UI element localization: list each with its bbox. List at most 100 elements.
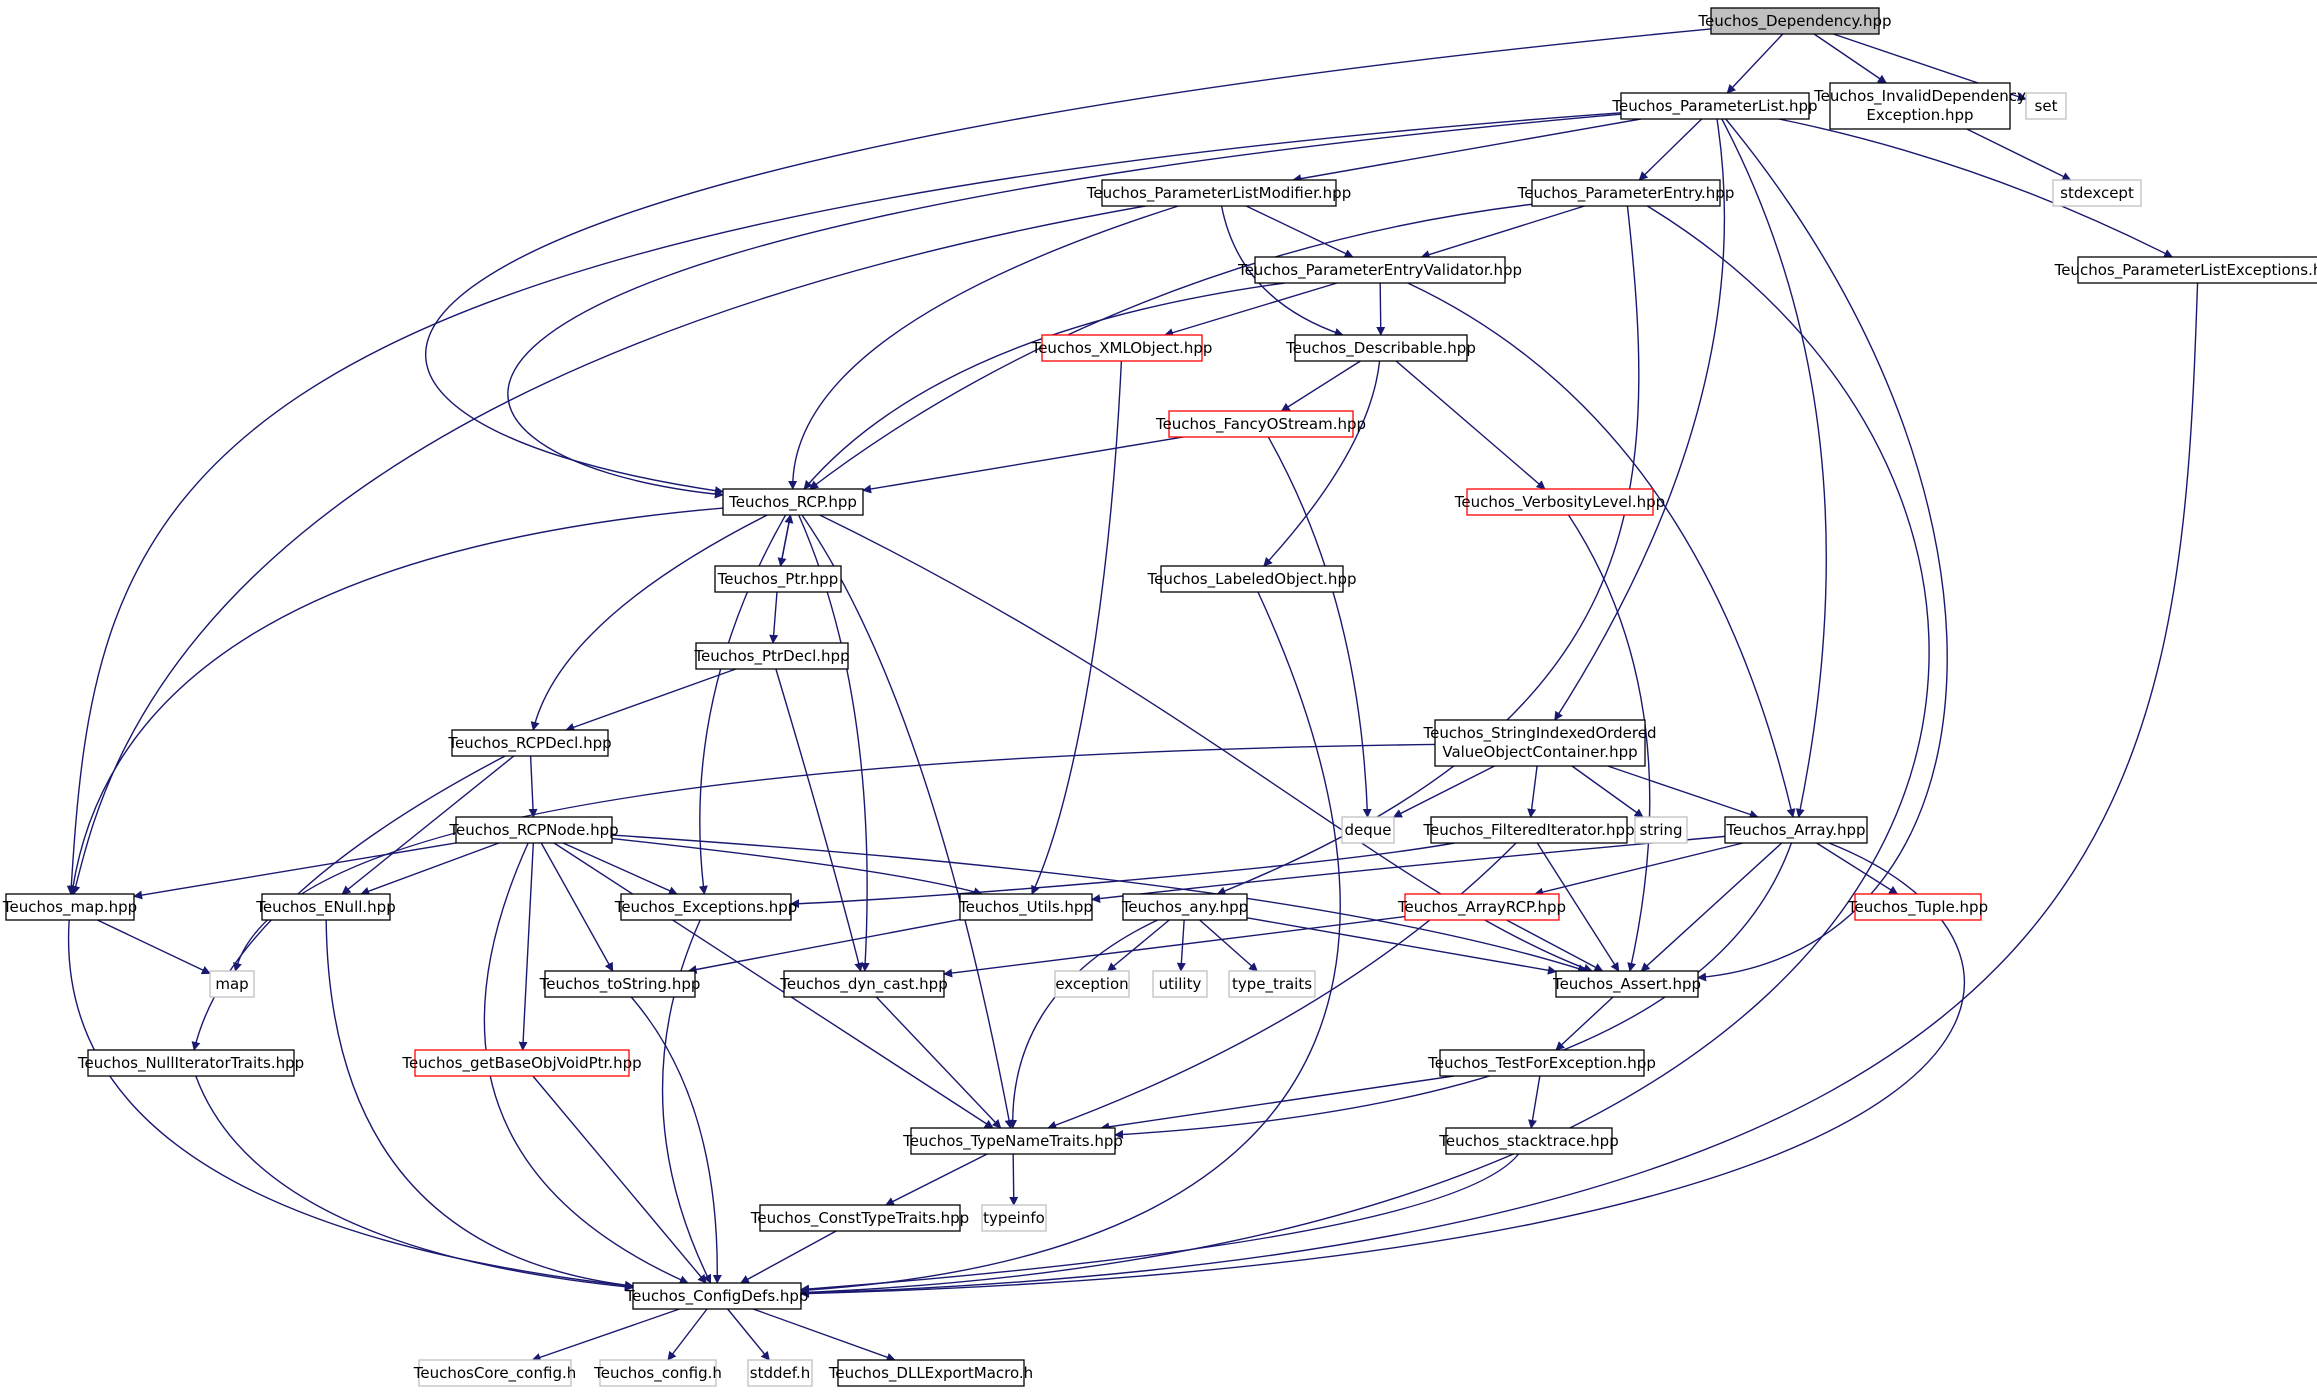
node-box (261, 893, 391, 921)
node-testforexc[interactable]: Teuchos_TestForException.hpp (1427, 1049, 1656, 1077)
edge-stringindexed-to-array (1607, 765, 1759, 819)
edge-parameterlist-to-paramentry (1638, 118, 1703, 181)
edge-filtered-to-assert (1536, 842, 1620, 972)
node-arrayrcp[interactable]: Teuchos_ArrayRCP.hpp (1397, 893, 1566, 921)
node-label: Teuchos_stacktrace.hpp (1438, 1132, 1618, 1151)
node-stringindexed[interactable]: Teuchos_StringIndexedOrderedValueObjectC… (1423, 719, 1657, 767)
node-ptr[interactable]: Teuchos_Ptr.hpp (714, 565, 842, 593)
edge-any-to-exception (1107, 919, 1170, 972)
edge-parameterlist-to-assert (1697, 118, 1948, 982)
node-getbase[interactable]: Teuchos_getBaseObjVoidPtr.hpp (401, 1049, 642, 1077)
node-utils[interactable]: Teuchos_Utils.hpp (958, 893, 1093, 921)
node-box (1254, 256, 1506, 284)
node-rcp[interactable]: Teuchos_RCP.hpp (722, 488, 864, 516)
node-label: Teuchos_NullIteratorTraits.hpp (77, 1054, 304, 1073)
node-utility: utility (1152, 970, 1208, 998)
node-box (451, 729, 609, 757)
node-box (209, 970, 255, 998)
edge-parameterlist-to-array (1721, 118, 1827, 818)
edge-rcpnode-to-assert (611, 834, 1587, 973)
node-box (1710, 7, 1880, 35)
node-box (5, 893, 135, 921)
edge-describable-to-verbosity (1395, 360, 1546, 490)
edge-typename-to-consttype (885, 1153, 988, 1206)
edge-listexceptions-to-configdefs (800, 282, 2199, 1298)
node-box (959, 893, 1093, 921)
node-dependency[interactable]: Teuchos_Dependency.hpp (1697, 7, 1892, 35)
node-label: Teuchos_ParameterEntry.hpp (1517, 184, 1735, 203)
node-exceptions[interactable]: Teuchos_Exceptions.hpp (614, 893, 798, 921)
node-box (837, 1359, 1025, 1387)
node-box (1445, 1127, 1613, 1155)
node-paramentry[interactable]: Teuchos_ParameterEntry.hpp (1517, 179, 1735, 207)
node-stacktrace[interactable]: Teuchos_stacktrace.hpp (1438, 1127, 1619, 1155)
node-box (1466, 488, 1654, 516)
node-tostring[interactable]: Teuchos_toString.hpp (539, 970, 701, 998)
node-array[interactable]: Teuchos_Array.hpp (1724, 816, 1868, 844)
node-entryvalidator[interactable]: Teuchos_ParameterEntryValidator.hpp (1237, 256, 1522, 284)
edge-ptr-to-ptrdecl (769, 591, 779, 644)
node-consttype[interactable]: Teuchos_ConstTypeTraits.hpp (750, 1204, 969, 1232)
edge-array-to-utils (1091, 835, 1726, 904)
node-stddef: stddef.h (747, 1359, 813, 1387)
node-verbosity[interactable]: Teuchos_VerbosityLevel.hpp (1454, 488, 1665, 516)
node-map_hpp[interactable]: Teuchos_map.hpp (2, 893, 137, 921)
node-tuple[interactable]: Teuchos_Tuple.hpp (1847, 893, 1988, 921)
node-describable[interactable]: Teuchos_Describable.hpp (1285, 334, 1476, 362)
node-filtered[interactable]: Teuchos_FilteredIterator.hpp (1422, 816, 1635, 844)
edge-listmodifier-to-describable (1220, 205, 1344, 337)
edge-arrayrcp-to-assert (1506, 919, 1604, 972)
node-label: Teuchos_Ptr.hpp (717, 570, 839, 589)
edge-describable-to-fancyostream (1280, 360, 1361, 412)
edge-describable-to-labeledobject (1263, 360, 1381, 567)
node-assert[interactable]: Teuchos_Assert.hpp (1552, 970, 1701, 998)
node-listmodifier[interactable]: Teuchos_ParameterListModifier.hpp (1086, 179, 1351, 207)
node-stdexcept: stdexcept (2052, 179, 2142, 207)
node-label: Teuchos_FancyOStream.hpp (1155, 415, 1366, 434)
node-dllexport[interactable]: Teuchos_DLLExportMacro.h (828, 1359, 1033, 1387)
node-ptrdecl[interactable]: Teuchos_PtrDecl.hpp (693, 642, 850, 670)
node-box (1724, 816, 1868, 844)
node-box (1341, 816, 1395, 844)
node-box (632, 1282, 802, 1310)
edge-rcpnode-to-configdefs (483, 842, 689, 1284)
edge-rcpdecl-to-rcpnode (528, 755, 538, 818)
node-label: utility (1159, 975, 1202, 993)
node-labeledobject[interactable]: Teuchos_LabeledObject.hpp (1147, 565, 1357, 593)
node-enull[interactable]: Teuchos_ENull.hpp (255, 893, 396, 921)
node-rcpnode[interactable]: Teuchos_RCPNode.hpp (448, 816, 619, 844)
edge-stacktrace-to-configdefs (800, 1153, 1520, 1294)
edge-parameterlist-to-rcp (507, 113, 1622, 499)
edge-parameterlist-to-map_hpp (66, 112, 1622, 895)
node-configdefs[interactable]: Teuchos_ConfigDefs.hpp (625, 1282, 809, 1310)
node-label: ValueObjectContainer.hpp (1442, 743, 1637, 761)
edge-any-to-typename (1008, 919, 1158, 1129)
edge-rcp-to-map_hpp (68, 507, 724, 895)
node-xmlobject[interactable]: Teuchos_XMLObject.hpp (1031, 334, 1213, 362)
edge-exceptions-to-configdefs (661, 919, 712, 1284)
node-label: string (1639, 821, 1682, 839)
node-rcpdecl[interactable]: Teuchos_RCPDecl.hpp (447, 729, 612, 757)
edge-tostring-to-configdefs (630, 996, 722, 1284)
node-label: Teuchos_Assert.hpp (1552, 975, 1701, 994)
edge-parameterlist-to-listmodifier (1292, 118, 1642, 184)
node-parameterlist[interactable]: Teuchos_ParameterList.hpp (1611, 92, 1818, 120)
node-listexceptions[interactable]: Teuchos_ParameterListExceptions.hpp (2054, 256, 2317, 284)
edge-listmodifier-to-map_hpp (71, 205, 1146, 895)
node-fancyostream[interactable]: Teuchos_FancyOStream.hpp (1155, 410, 1366, 438)
node-box (1054, 970, 1130, 998)
edge-getbase-to-configdefs (532, 1075, 707, 1284)
node-box (1160, 565, 1344, 593)
node-label: Teuchos_toString.hpp (539, 975, 701, 994)
node-nulliter[interactable]: Teuchos_NullIteratorTraits.hpp (77, 1049, 304, 1077)
edge-rcpnode-to-getbase (518, 842, 535, 1051)
node-dyncast[interactable]: Teuchos_dyn_cast.hpp (779, 970, 948, 998)
node-any[interactable]: Teuchos_any.hpp (1121, 893, 1248, 921)
node-deque: deque (1341, 816, 1395, 844)
edge-rcpnode-to-map_hpp (133, 842, 457, 900)
node-label: Teuchos_PtrDecl.hpp (693, 647, 849, 666)
edge-filtered-to-typename (1047, 842, 1517, 1130)
node-typename[interactable]: Teuchos_TypeNameTraits.hpp (902, 1127, 1123, 1155)
